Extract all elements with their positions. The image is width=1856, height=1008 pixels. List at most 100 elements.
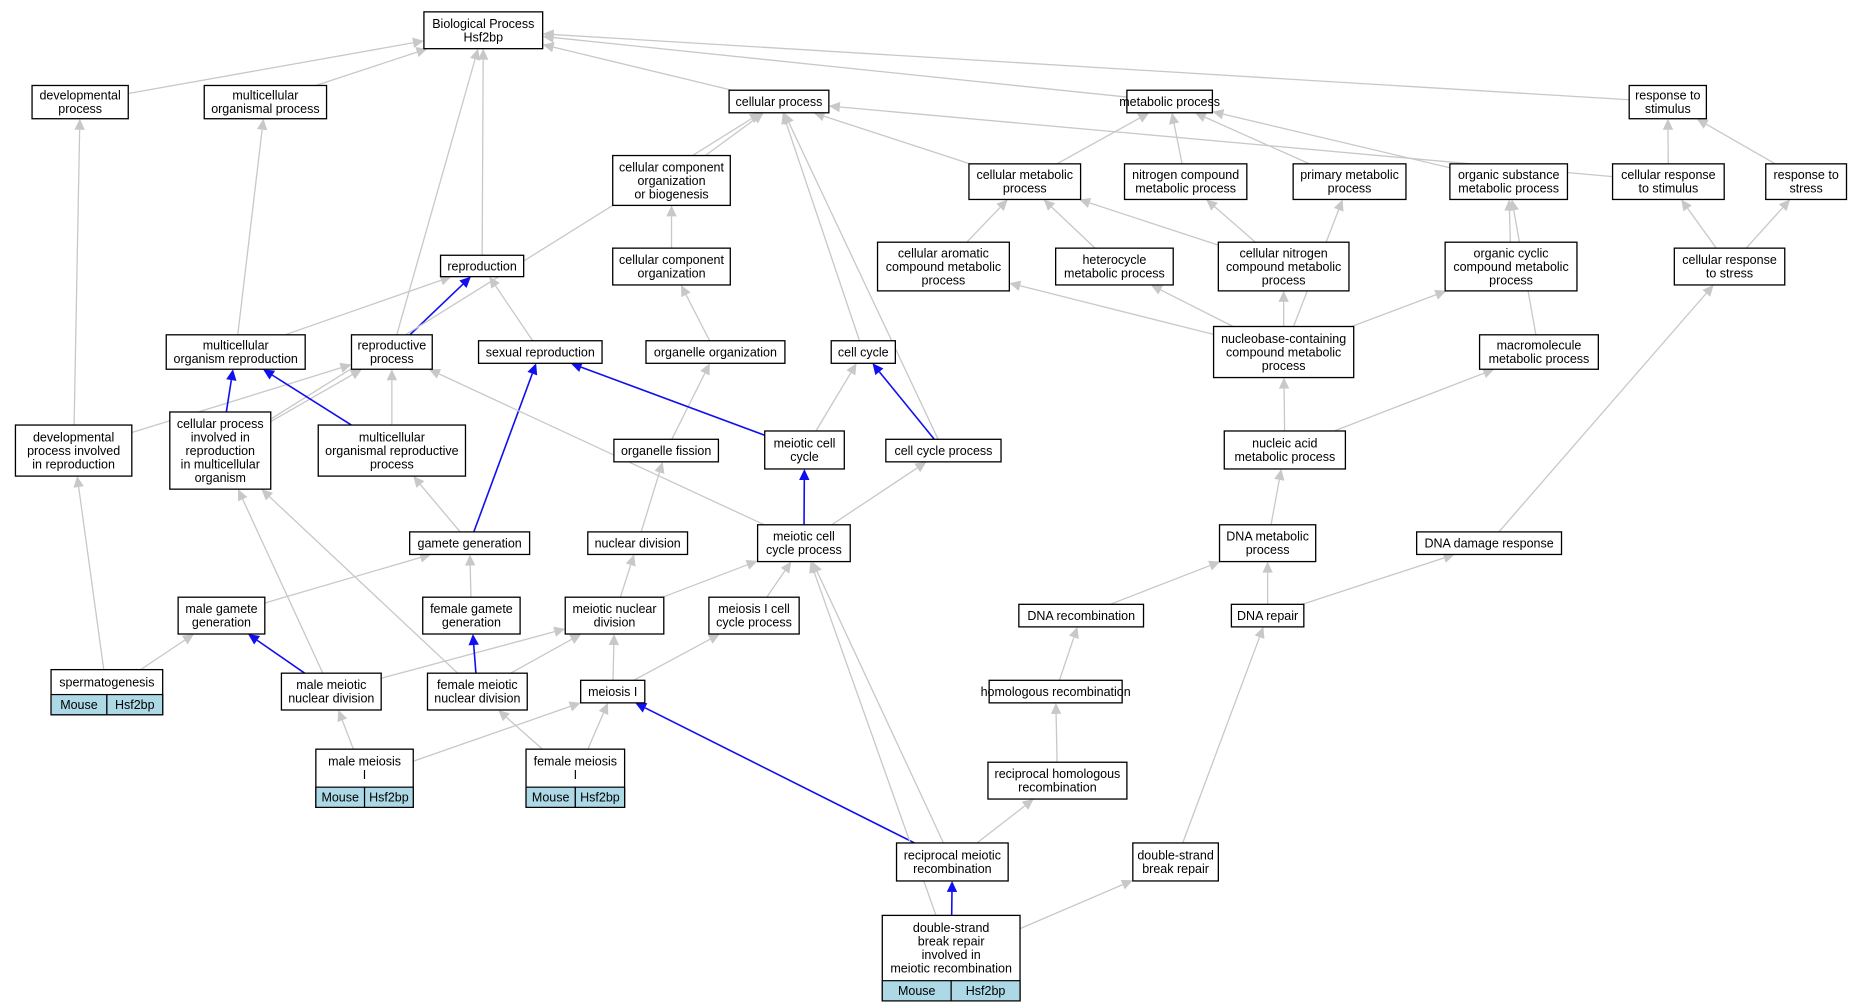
go-term-node-sexual-reproduction[interactable]: sexual reproduction — [477, 340, 603, 364]
node-box — [613, 438, 720, 463]
edge-reciprocal-homologous-recombination-to-homologous-recombination — [1050, 702, 1062, 763]
go-term-node-dna-damage-response[interactable]: DNA damage response — [1415, 531, 1563, 556]
edge-metabolic-process-to-bp — [542, 32, 1127, 98]
node-box — [968, 163, 1082, 201]
go-term-node-meiosis-i[interactable]: meiosis I — [580, 679, 646, 704]
go-term-node-cellular-process[interactable]: cellular process — [728, 89, 830, 114]
edge-cellular-response-to-stress-to-response-to-stress — [1745, 199, 1791, 249]
go-term-node-reproduction[interactable]: reproduction — [439, 254, 525, 278]
node-box — [280, 672, 382, 711]
go-term-node-cell-cycle-process[interactable]: cell cycle process — [885, 438, 1002, 463]
annotation-label: Hsf2bp — [966, 984, 1006, 998]
go-term-node-dna-recombination[interactable]: DNA recombination — [1018, 603, 1145, 628]
go-term-node-nuclear-division[interactable]: nuclear division — [587, 531, 689, 556]
annotation-label: Hsf2bp — [115, 698, 155, 712]
node-box — [708, 596, 800, 635]
node-label-line: nitrogen compound — [1132, 168, 1239, 182]
node-label-line: DNA metabolic — [1226, 530, 1309, 544]
node-label-line: metabolic process — [1119, 95, 1220, 109]
node-label-line: male meiotic — [296, 678, 366, 692]
go-term-node-dna-repair[interactable]: DNA repair — [1230, 603, 1305, 628]
edge-dna-recombination-to-dna-metabolic-process — [1109, 560, 1221, 605]
node-box — [177, 596, 266, 635]
go-term-node-organelle-organization[interactable]: organelle organization — [645, 340, 786, 364]
edge-cellular-process-involved-in-reproduction-to-multicellular-organism-reproduction — [225, 369, 237, 413]
node-box — [1055, 247, 1174, 286]
go-term-node-gamete-generation[interactable]: gamete generation — [409, 531, 531, 556]
node-label-line: stress — [1789, 182, 1822, 196]
node-label-line: I — [363, 768, 366, 782]
edge-meiosis-i-to-meiosis-i-cell-cycle-process — [633, 634, 720, 681]
node-label-line: reciprocal meiotic — [904, 849, 1001, 863]
node-label-line: break repair — [1142, 862, 1209, 876]
go-term-node-cell-cycle[interactable]: cell cycle — [830, 340, 896, 364]
edge-gamete-generation-to-sexual-reproduction — [473, 363, 538, 533]
node-label-line: organelle organization — [654, 345, 777, 359]
go-term-node-organelle-fission[interactable]: organelle fission — [613, 438, 720, 463]
edge-spermatogenesis-to-male-gamete-generation — [140, 634, 194, 671]
node-box — [1123, 163, 1248, 201]
annotation-label: Hsf2bp — [369, 791, 409, 805]
edge-male-meiosis-i-to-male-meiotic-nuclear-division — [337, 709, 354, 750]
go-term-node-homologous-recombination[interactable]: homologous recombination — [981, 679, 1131, 704]
go-term-node-metabolic-process[interactable]: metabolic process — [1119, 89, 1220, 114]
edge-nucleobase-containing-compound-metabolic-process-to-organic-cyclic-compound-metabolic-process — [1351, 289, 1447, 328]
node-label-line: organismal reproductive — [325, 444, 458, 458]
node-box — [1218, 524, 1317, 563]
node-label-line: process — [1489, 273, 1533, 287]
node-label-line: meiotic cell — [773, 530, 835, 544]
node-box — [580, 679, 646, 704]
edge-cellular-aromatic-compound-metabolic-process-to-cellular-metabolic-process — [966, 199, 1008, 243]
node-label-line: I — [574, 768, 577, 782]
node-label-line: DNA damage response — [1424, 536, 1553, 550]
node-box — [876, 241, 1010, 292]
edge-organelle-fission-to-organelle-organization — [671, 363, 710, 440]
edge-dna-repair-to-dna-damage-response — [1301, 552, 1455, 605]
annotation-label: Mouse — [321, 791, 359, 805]
node-label-line: division — [594, 616, 636, 630]
edge-organelle-organization-to-cellular-component-organization — [680, 284, 711, 342]
node-box — [885, 438, 1002, 463]
